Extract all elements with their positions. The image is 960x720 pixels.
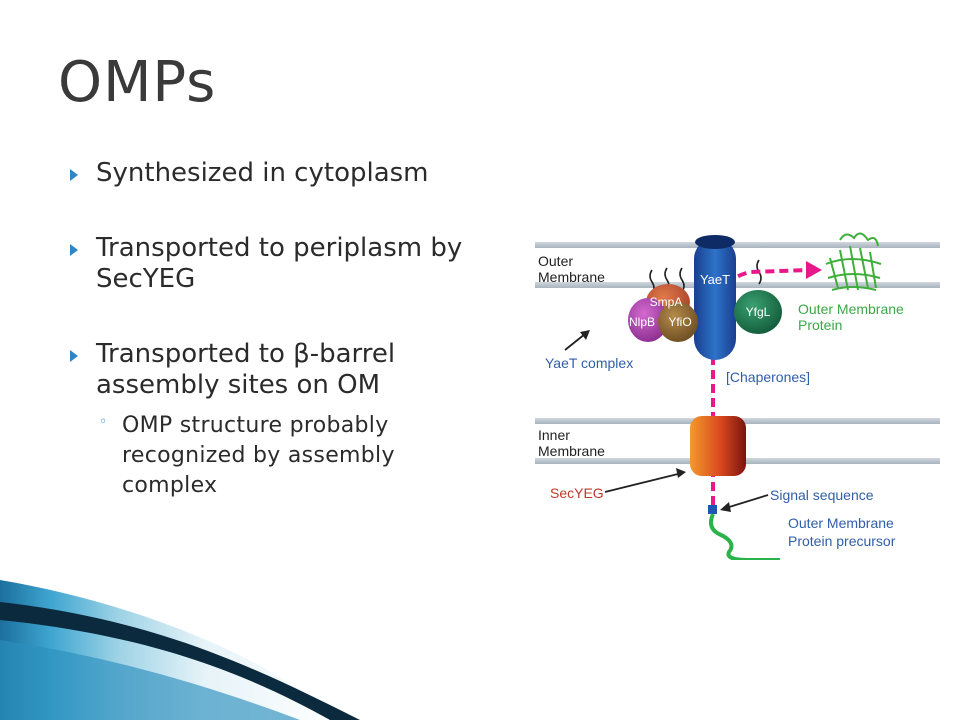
yfgl-protein [734, 290, 782, 334]
decorative-wave-footer [0, 580, 360, 720]
nlpb-label: NlpB [629, 315, 655, 329]
omp-precursor-label-2: Protein precursor [788, 533, 896, 549]
bullet-arrow-icon [70, 169, 78, 181]
signal-arrow [725, 494, 769, 509]
secyeg-translocon [690, 416, 746, 476]
sub-bullet-ring-icon: ◦ [99, 414, 108, 430]
sub-bullet-item: ◦ OMP structure probably recognized by a… [96, 411, 506, 501]
transport-arrow-head [806, 261, 822, 279]
yfgl-label: YfgL [746, 305, 771, 319]
outer-membrane [535, 242, 940, 288]
omp-assembly-diagram: Outer Membrane Inner Membrane YaeT SmpA … [535, 232, 940, 560]
sub-bullet-text: OMP structure probably recognized by ass… [122, 413, 395, 498]
yaet-complex-arrow [564, 333, 586, 351]
omp-label: Outer Membrane [798, 301, 904, 317]
yaet-complex-arrow-head [580, 330, 590, 340]
yaet-complex-label: YaeT complex [545, 355, 633, 371]
bullet-text: Transported to β-barrel assembly sites o… [96, 339, 396, 400]
omp-precursor-label: Outer Membrane [788, 515, 894, 531]
secyeg-arrow-head [676, 468, 686, 478]
smpa-label: SmpA [650, 295, 683, 309]
bullet-arrow-icon [70, 350, 78, 362]
secyeg-arrow [604, 473, 679, 493]
omp-label-2: Protein [798, 317, 842, 333]
bullet-arrow-icon [70, 244, 78, 256]
yaet-top [695, 235, 735, 249]
omp-barrel-icon [825, 232, 882, 291]
bullet-text: Synthesized in cytoplasm [96, 158, 429, 188]
yfio-label: YfiO [668, 315, 691, 329]
yaet-barrel [694, 238, 736, 360]
bullet-item: Transported to β-barrel assembly sites o… [66, 339, 506, 501]
nlpb-protein [628, 298, 668, 342]
yfio-protein [658, 302, 698, 342]
signal-arrow-head [720, 502, 731, 512]
secyeg-label: SecYEG [550, 485, 604, 501]
precursor-chain [709, 513, 780, 560]
inner-membrane-label: Inner [538, 427, 570, 443]
bullet-item: Transported to periplasm by SecYEG [66, 233, 506, 295]
bullet-item: Synthesized in cytoplasm [66, 158, 506, 189]
chaperones-label: [Chaperones] [726, 369, 810, 385]
bullet-list: Synthesized in cytoplasm Transported to … [66, 158, 506, 531]
inner-membrane-label-2: Membrane [538, 443, 605, 459]
outer-membrane-label-2: Membrane [538, 269, 605, 285]
signal-sequence-marker [708, 505, 717, 514]
outer-membrane-label: Outer [538, 253, 573, 269]
slide-title: OMPs [58, 50, 217, 115]
signal-sequence-label: Signal sequence [770, 487, 874, 503]
bullet-text: Transported to periplasm by SecYEG [96, 233, 463, 294]
yaet-label: YaeT [700, 272, 730, 287]
